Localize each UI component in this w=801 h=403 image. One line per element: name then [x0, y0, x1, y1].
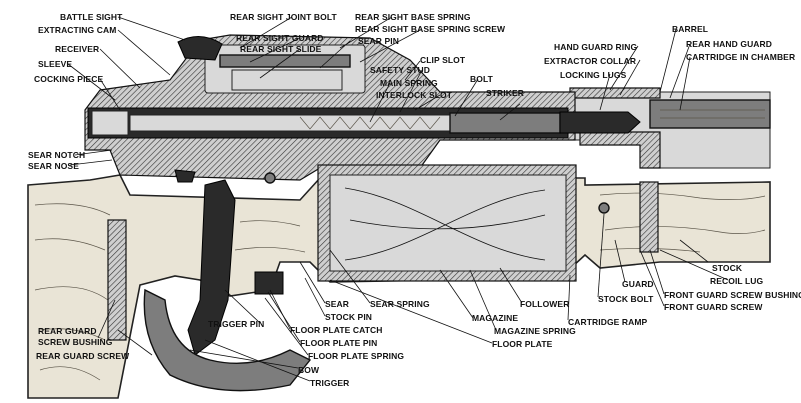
label-rear-sight-guard: REAR SIGHT GUARD: [236, 33, 324, 43]
label-sear-notch: SEAR NOTCH: [28, 150, 86, 160]
label-striker: STRIKER: [486, 88, 525, 98]
label-locking-lugs: LOCKING LUGS: [560, 70, 627, 80]
label-guard: GUARD: [622, 279, 654, 289]
label-rear-sight-base-spring: REAR SIGHT BASE SPRING: [355, 12, 471, 22]
label-follower: FOLLOWER: [520, 299, 570, 309]
label-stock: STOCK: [712, 263, 743, 273]
label-trigger: TRIGGER: [310, 378, 350, 388]
guard-screws: [107, 172, 659, 341]
label-hand-guard-ring: HAND GUARD RING: [554, 42, 638, 52]
label-rear-sight-base-spring-screw: REAR SIGHT BASE SPRING SCREW: [355, 24, 506, 34]
label-sear: SEAR: [325, 299, 350, 309]
label-cartridge-in-chamber: CARTRIDGE IN CHAMBER: [686, 52, 796, 62]
label-main-spring: MAIN SPRING: [380, 78, 438, 88]
label-cartridge-ramp: CARTRIDGE RAMP: [568, 317, 648, 327]
label-bow: BOW: [298, 365, 320, 375]
trigger-group: [143, 169, 312, 392]
label-floor-plate: FLOOR PLATE: [492, 339, 553, 349]
label-stock-pin: STOCK PIN: [325, 312, 373, 322]
label-receiver: RECEIVER: [55, 44, 100, 54]
label-rear-sight-slide: REAR SIGHT SLIDE: [240, 44, 322, 54]
barrel-assembly: [569, 87, 771, 169]
label-floor-plate-pin: FLOOR PLATE PIN: [300, 338, 378, 348]
label-rear-hand-guard: REAR HAND GUARD: [686, 39, 773, 49]
label-front-guard-screw: FRONT GUARD SCREW: [664, 302, 763, 312]
label-floor-plate-spring: FLOOR PLATE SPRING: [308, 351, 405, 361]
label-floor-plate-catch: FLOOR PLATE CATCH: [290, 325, 383, 335]
label-sear-nose: SEAR NOSE: [28, 161, 79, 171]
label-trigger-pin: TRIGGER PIN: [208, 319, 265, 329]
label-front-guard-screw-bushing: FRONT GUARD SCREW BUSHING: [664, 290, 801, 300]
label-bolt: BOLT: [470, 74, 493, 84]
label-extracting-cam: EXTRACTING CAM: [38, 25, 117, 35]
label-sleeve: SLEEVE: [38, 59, 73, 69]
label-clip-slot: CLIP SLOT: [420, 55, 466, 65]
label-interlock-slot: INTERLOCK SLOT: [376, 90, 453, 100]
magazine-box: [317, 164, 577, 282]
label-sear-spring: SEAR SPRING: [370, 299, 430, 309]
label-rear-sight-joint-bolt: REAR SIGHT JOINT BOLT: [230, 12, 337, 22]
label-battle-sight: BATTLE SIGHT: [60, 12, 123, 22]
leader-lines: [67, 16, 729, 382]
bolt-assembly: [87, 107, 641, 139]
label-stock-bolt: STOCK BOLT: [598, 294, 654, 304]
label-rear-guard-screw: REAR GUARD SCREW: [36, 351, 130, 361]
label-rear-guard-screw-bushing: REAR GUARD SCREW BUSHING: [38, 326, 113, 347]
label-safety-stud: SAFETY STUD: [370, 65, 430, 75]
label-cocking-piece: COCKING PIECE: [34, 74, 104, 84]
label-recoil-lug: RECOIL LUG: [710, 276, 764, 286]
label-extractor-collar: EXTRACTOR COLLAR: [544, 56, 637, 66]
label-magazine-spring: MAGAZINE SPRING: [494, 326, 576, 336]
label-sear-pin: SEAR PIN: [358, 36, 399, 46]
label-magazine: MAGAZINE: [472, 313, 519, 323]
label-barrel: BARREL: [672, 24, 709, 34]
